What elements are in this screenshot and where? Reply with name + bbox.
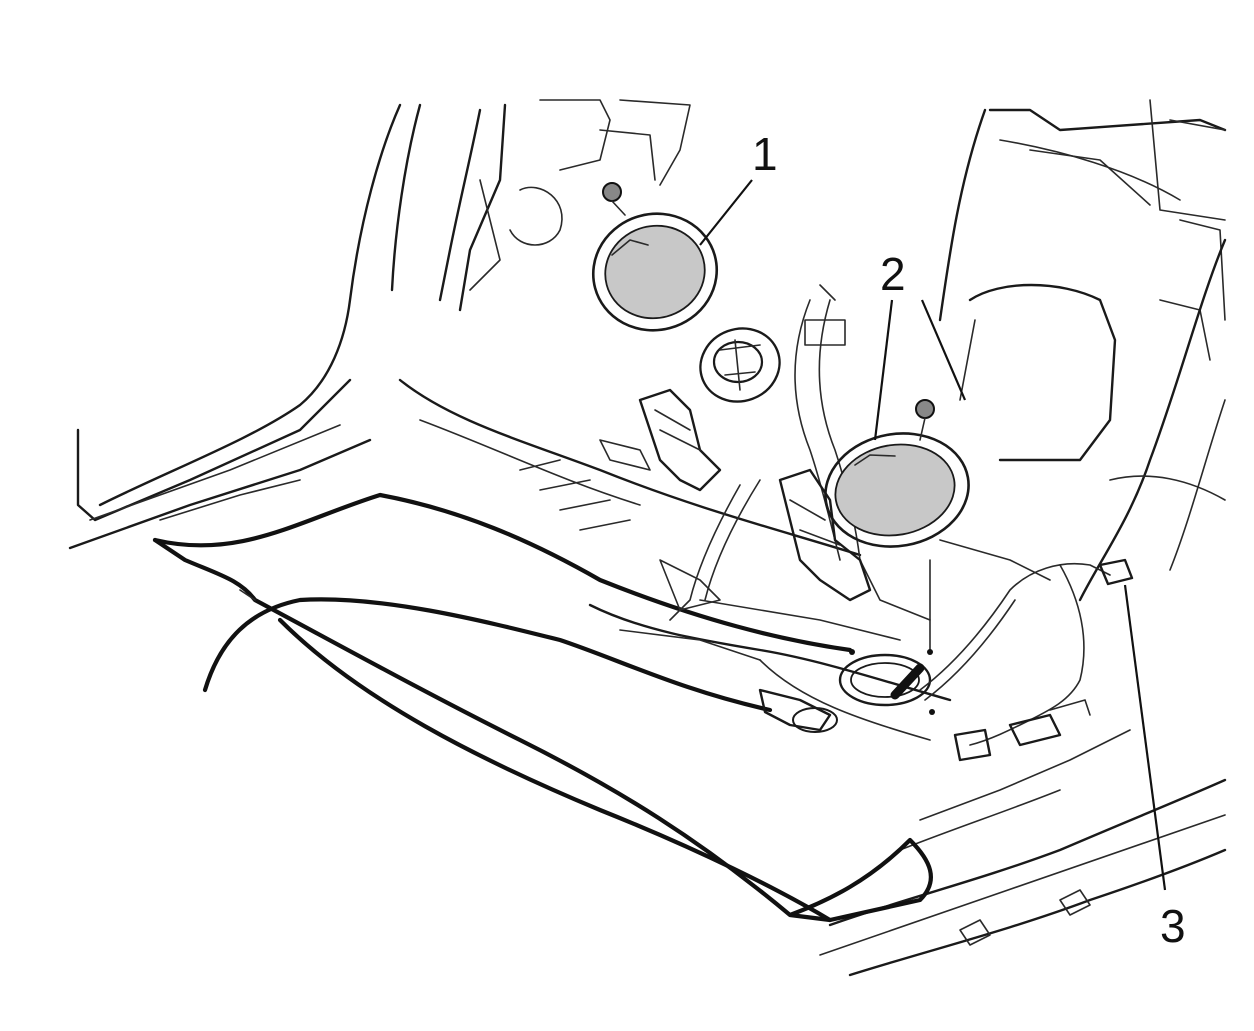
vehicle-body-outline [68, 99, 1227, 977]
leader-line-3 [1123, 584, 1167, 891]
access-cover-1 [591, 182, 719, 332]
access-cover-2 [824, 399, 970, 548]
callout-leaders [699, 179, 1167, 891]
leader-line-1 [699, 179, 753, 246]
callout-3: 3 [1160, 900, 1186, 952]
wiring-harness [659, 558, 1134, 762]
callout-labels: 1 2 3 [752, 128, 1186, 952]
leader-line-2 [873, 299, 894, 441]
fuel-pump-module-left [638, 327, 781, 492]
leader-line-2b [920, 299, 967, 401]
rear-seat-cushion [152, 492, 933, 923]
callout-1: 1 [752, 128, 778, 180]
callout-2: 2 [880, 248, 906, 300]
fuel-pump-module-right [669, 468, 935, 715]
